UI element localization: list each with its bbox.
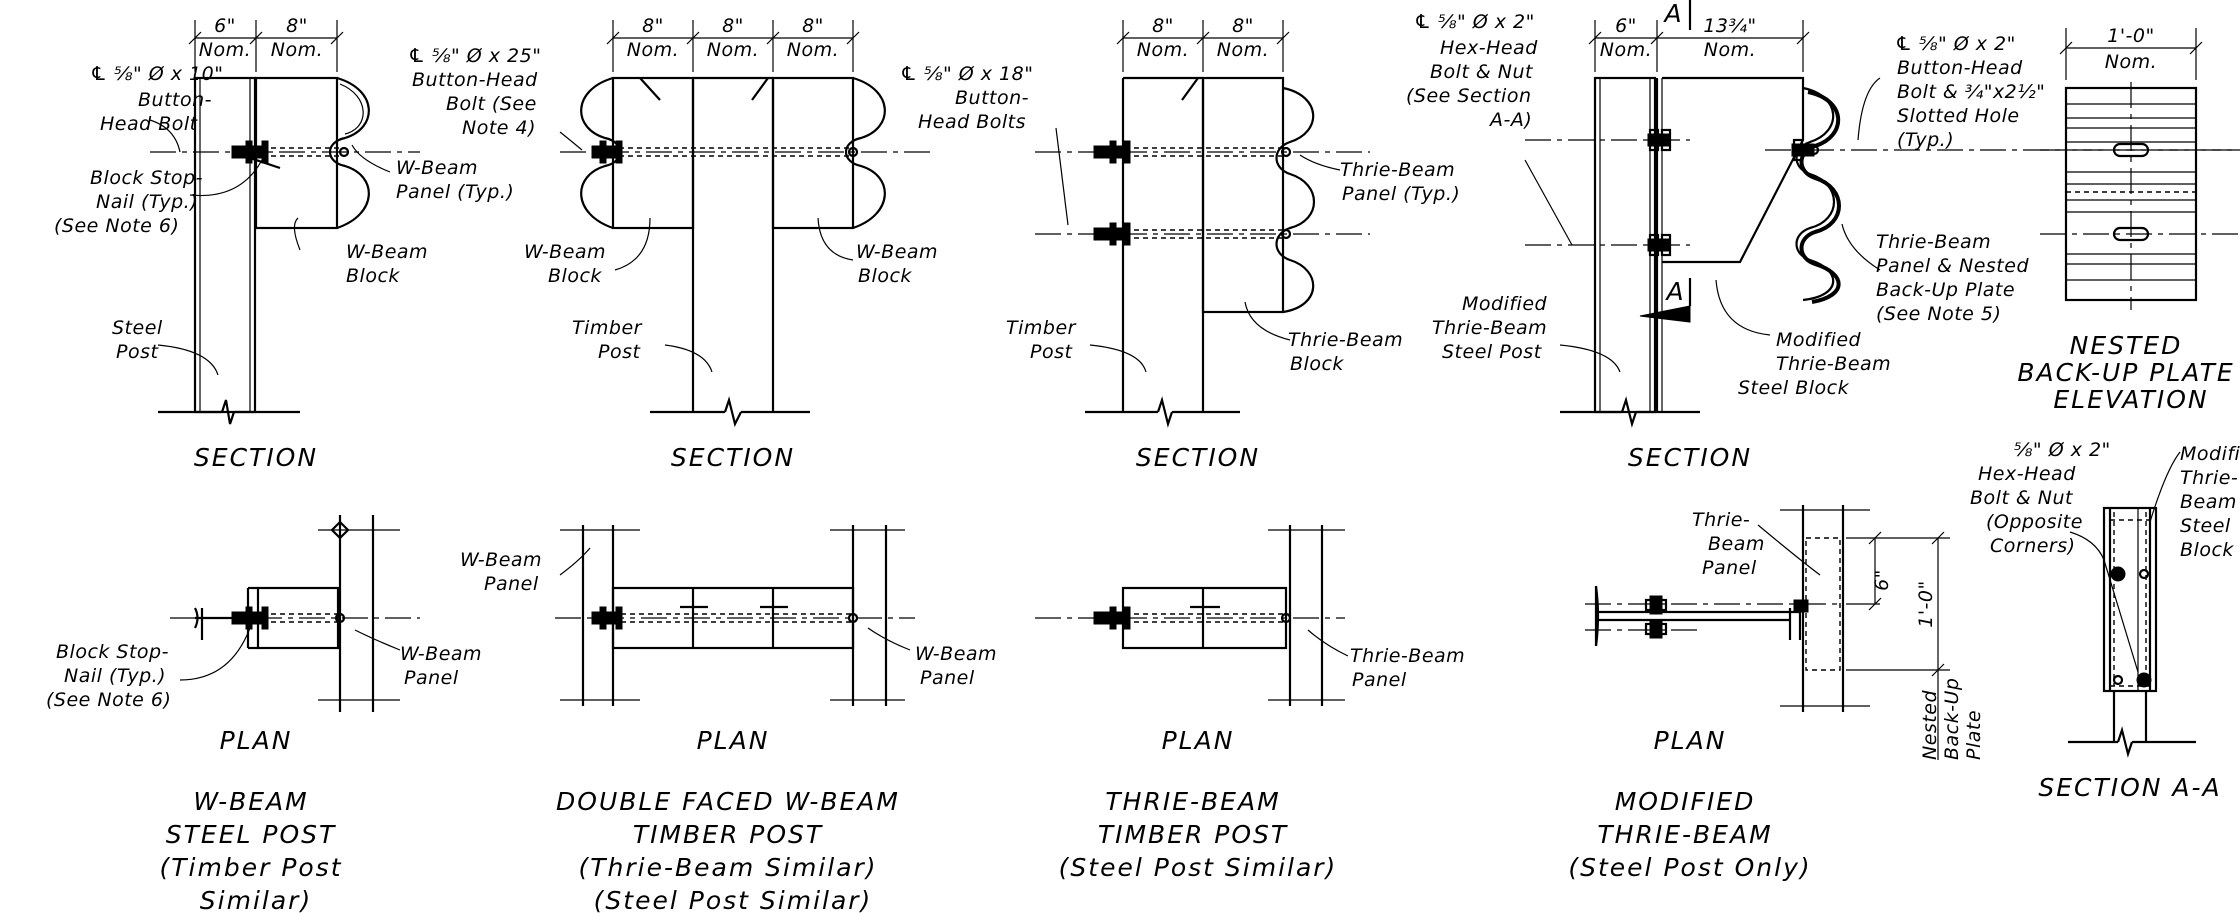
wbeam-label-panel: W-Beam Panel (Typ.)	[396, 157, 514, 203]
modified-label-block: Modified Thrie-Beam Steel Block	[1738, 329, 1898, 399]
thrie-section-view: 8" 8" Nom. Nom. ℄ ⅝" Ø x 18"	[900, 15, 1462, 472]
wbeam-dim-2: 8"	[286, 15, 308, 37]
thrie-plan-caption: PLAN	[1162, 726, 1235, 755]
nested-slot-upper	[2112, 142, 2150, 158]
section-aa-block	[2102, 506, 2158, 693]
modified-dim-2: 13¾"	[1703, 15, 1756, 37]
thrie-panel	[1275, 86, 1315, 314]
thrie-label-post: Timber Post	[1006, 317, 1083, 363]
thrie-label-block: Thrie-Beam Block	[1288, 329, 1410, 375]
modified-plan-dim-6in: 6"	[1871, 569, 1893, 591]
double-label-bolt: ℄ ⅝" Ø x 25" Button-Head Bolt (See Note …	[408, 45, 548, 139]
double-dim-nom-1: Nom.	[627, 39, 679, 61]
thrie-dimension-string: 8" 8" Nom. Nom.	[1116, 15, 1290, 72]
modified-plan-label-panel: Thrie- Beam Panel	[1692, 509, 1771, 579]
wbeam-plan-caption: PLAN	[220, 726, 293, 755]
wbeam-steel-post	[193, 76, 257, 414]
section-aa-label-bolt: ⅝" Ø x 2" Hex-Head Bolt & Nut (Opposite …	[1970, 439, 2117, 557]
section-aa-title: SECTION A-A	[2038, 773, 2221, 802]
wbeam-label-post: Steel Post	[112, 317, 169, 363]
double-dim-nom-2: Nom.	[707, 39, 759, 61]
double-dimension-string: 8" 8" 8" Nom. Nom. Nom.	[606, 15, 860, 72]
modified-section-view: 6" 13¾" Nom. Nom. A A	[1406, 0, 2240, 472]
wbeam-label-stopnail: Block Stop- Nail (Typ.) (See Note 6)	[54, 167, 210, 237]
thrie-plan-label-panel: Thrie-Beam Panel	[1350, 645, 1472, 691]
nested-dim: 1'-0"	[2107, 25, 2155, 47]
nested-dim-nom: Nom.	[2105, 51, 2157, 73]
wbeam-label-bolt: ℄ ⅝" Ø x 10" Button- Head Bolt	[90, 63, 230, 135]
thrie-block	[1201, 76, 1285, 314]
modified-dim-nom-1: Nom.	[1600, 39, 1652, 61]
modified-plan-dim-1ft: 1'-0"	[1915, 580, 1937, 628]
double-section-caption: SECTION	[671, 443, 795, 472]
wbeam-dim-1: 6"	[214, 15, 236, 37]
thrie-dim-nom-1: Nom.	[1137, 39, 1189, 61]
modified-label-post: Modified Thrie-Beam Steel Post	[1432, 293, 1554, 363]
modified-plan-caption: PLAN	[1654, 726, 1727, 755]
wbeam-dimension-string: 6" 8" Nom. Nom.	[188, 15, 344, 72]
nested-plate-elevation: 1'-0" Nom. NESTED BACK-UP PLATE ELEVATIO…	[2017, 25, 2240, 414]
wbeam-plan-view: Block Stop- Nail (Typ.) (See Note 6) W-B…	[46, 515, 489, 755]
section-aa-bolt-upper	[2110, 566, 2126, 582]
double-plan-label-right-panel: W-Beam Panel	[915, 643, 1004, 689]
double-plan-label-left-panel: W-Beam Panel	[460, 549, 549, 595]
modified-section-mark-bottom: A	[1664, 277, 1685, 306]
double-dim-1: 8"	[642, 15, 664, 37]
wbeam-label-block: W-Beam Block	[346, 241, 435, 287]
thrie-section-caption: SECTION	[1136, 443, 1260, 472]
double-left-block	[611, 76, 695, 230]
double-plan-caption: PLAN	[697, 726, 770, 755]
double-label-left-block: W-Beam Block	[524, 241, 613, 287]
wbeam-dim-nom-2: Nom.	[271, 39, 323, 61]
thrie-label-panel: Thrie-Beam Panel (Typ.)	[1340, 159, 1462, 205]
double-label-post: Timber Post	[572, 317, 649, 363]
wbeam-panel	[328, 76, 370, 230]
double-title: DOUBLE FACED W-BEAM TIMBER POST (Thrie-B…	[556, 787, 910, 915]
double-dim-nom-3: Nom.	[787, 39, 839, 61]
double-label-right-block: W-Beam Block	[856, 241, 945, 287]
modified-label-hex-bolt: ℄ ⅝" Ø x 2" Hex-Head Bolt & Nut (See Sec…	[1406, 11, 1544, 131]
modified-dimension-string: 6" 13¾" Nom. Nom.	[1588, 15, 1810, 72]
wbeam-dim-nom-1: Nom.	[199, 39, 251, 61]
modified-dim-nom-2: Nom.	[1704, 39, 1756, 61]
modified-dim-1: 6"	[1615, 15, 1637, 37]
modified-plan-vertical-label: Nested Back-Up Plate	[1919, 671, 1985, 760]
modified-label-button-bolt: ℄ ⅝" Ø x 2" Button-Head Bolt & ¾"x2½" Sl…	[1895, 33, 2052, 151]
double-section-view: 8" 8" 8" Nom. Nom. Nom. ℄ ⅝" Ø x 25"	[408, 15, 945, 472]
thrie-label-bolts: ℄ ⅝" Ø x 18" Button- Head Bolts	[900, 63, 1040, 133]
wbeam-plan-label-stopnail: Block Stop- Nail (Typ.) (See Note 6)	[46, 641, 176, 711]
thrie-title: THRIE-BEAM TIMBER POST (Steel Post Simil…	[1059, 787, 1338, 882]
wbeam-section-view: 6" 8" Nom. Nom. ℄ ⅝"	[54, 15, 514, 472]
double-right-panel	[844, 76, 886, 230]
section-aa-bolt-lower	[2136, 672, 2152, 688]
section-aa-label-block: Modified Thrie- Beam Steel Block	[2180, 443, 2240, 561]
double-right-block	[771, 76, 855, 230]
wbeam-plan-label-panel: W-Beam Panel	[400, 643, 489, 689]
modified-title: MODIFIED THRIE-BEAM (Steel Post Only)	[1568, 787, 1811, 882]
double-dim-2: 8"	[722, 15, 744, 37]
thrie-dim-2: 8"	[1232, 15, 1254, 37]
modified-section-caption: SECTION	[1628, 443, 1752, 472]
section-aa-view: ⅝" Ø x 2" Hex-Head Bolt & Nut (Opposite …	[1970, 439, 2240, 802]
wbeam-section-caption: SECTION	[194, 443, 318, 472]
modified-steel-block	[1662, 76, 1805, 264]
nested-slot-lower	[2112, 226, 2150, 242]
modified-plan-view: 6" 1'-0" Nested Back-Up Plate Thrie- Bea…	[1585, 505, 1985, 760]
thrie-plan-view: Thrie-Beam Panel PLAN	[1035, 525, 1472, 755]
nested-title: NESTED BACK-UP PLATE ELEVATION	[2017, 331, 2240, 414]
modified-label-backup-plate: Thrie-Beam Panel & Nested Back-Up Plate …	[1876, 231, 2036, 325]
double-plan-view: W-Beam Panel W-Beam Panel PLAN	[460, 525, 1004, 755]
modified-section-mark-top: A	[1662, 0, 1683, 28]
thrie-dim-nom-2: Nom.	[1217, 39, 1269, 61]
wbeam-title: W-BEAM STEEL POST (Timber Post Similar)	[160, 787, 353, 915]
double-dim-3: 8"	[802, 15, 824, 37]
thrie-dim-1: 8"	[1152, 15, 1174, 37]
